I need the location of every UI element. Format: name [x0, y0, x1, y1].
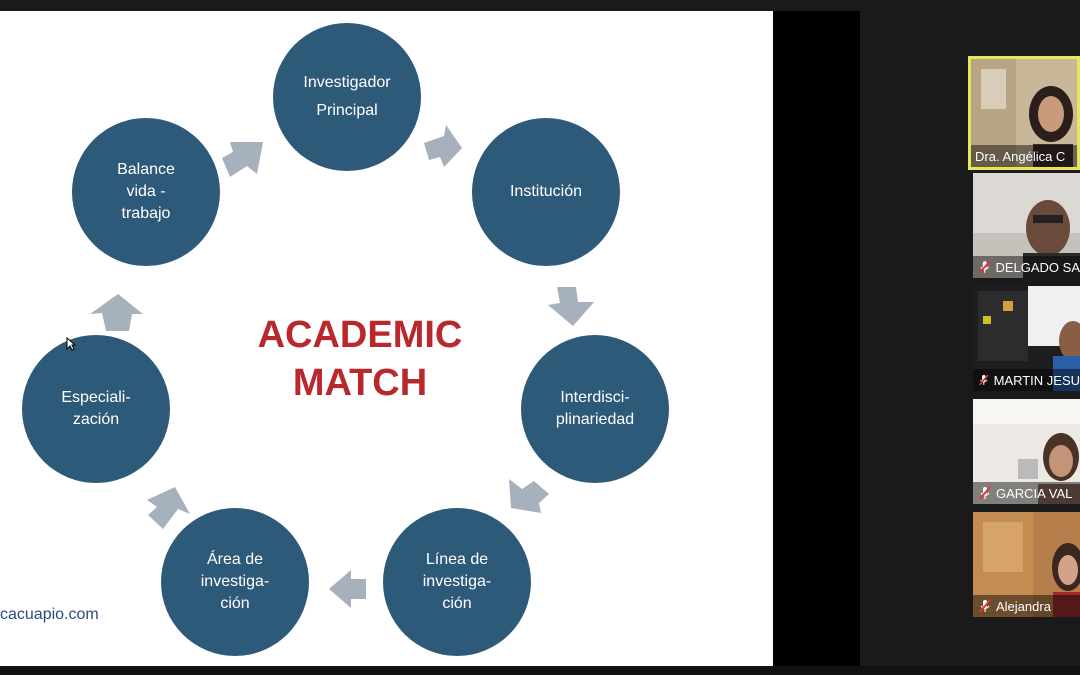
participant-name: DELGADO SA: [995, 259, 1080, 275]
cycle-node-especializacion: Especiali- zación: [22, 335, 170, 483]
participant-tile[interactable]: Alejandra: [973, 512, 1080, 617]
cycle-node-balance-vida-trabajo: Balance vida - trabajo: [72, 118, 220, 266]
cycle-arrow: [147, 487, 190, 529]
participant-video: [973, 512, 1080, 617]
cycle-node-institucion: Institución: [472, 118, 620, 266]
cycle-node-linea-de-investigacion: Línea de investiga- ción: [383, 508, 531, 656]
node-label-line: Área de: [206, 551, 264, 568]
mic-off-icon[interactable]: [978, 599, 992, 613]
mouse-pointer-icon: [66, 337, 76, 351]
cycle-arrow: [509, 479, 549, 513]
cycle-arrow: [548, 287, 594, 326]
slide-title: ACADEMIC MATCH: [220, 311, 500, 407]
cycle-arrow: [222, 142, 263, 177]
participant-name: Dra. Angélica C: [975, 148, 1066, 164]
node-label-line: vida -: [126, 183, 166, 200]
participant-tile[interactable]: DELGADO SA: [973, 173, 1080, 278]
participant-video: [973, 173, 1080, 278]
meeting-top-bar: [0, 0, 1080, 11]
participant-name-bar: DELGADO SA: [973, 256, 1080, 278]
cycle-node-investigador-principal: Investigador Principal: [273, 23, 421, 171]
cycle-arrow: [329, 570, 366, 608]
participant-name-bar: GARCIA VAL: [973, 482, 1080, 504]
participant-name: MARTIN JESU: [993, 372, 1080, 388]
participant-video: [973, 286, 1080, 391]
node-label-line: Principal: [316, 102, 378, 119]
cycle-node-interdisciplinariedad: Interdisci- plinariedad: [521, 335, 669, 483]
node-label-line: trabajo: [121, 205, 171, 222]
node-label-line: Institución: [509, 183, 583, 200]
participant-name-bar: Dra. Angélica C: [971, 145, 1077, 167]
participant-name-bar: MARTIN JESU: [973, 369, 1080, 391]
participant-name: GARCIA VAL: [996, 485, 1073, 501]
node-label-line: Balance: [117, 161, 175, 178]
node-label-line: Interdisci-: [560, 389, 630, 406]
participant-tile[interactable]: GARCIA VAL: [973, 399, 1080, 504]
participant-name-bar: Alejandra: [973, 595, 1080, 617]
slide-title-line: MATCH: [292, 362, 428, 404]
participant-tile[interactable]: MARTIN JESU: [973, 286, 1080, 391]
node-label-line: ción: [442, 595, 472, 612]
mic-off-icon[interactable]: [978, 486, 992, 500]
presentation-slide: Investigador Principal Institución Inter…: [0, 11, 773, 666]
node-label-line: ción: [220, 595, 250, 612]
participant-video: [973, 399, 1080, 504]
node-label-line: zación: [72, 411, 120, 428]
participant-tile[interactable]: Dra. Angélica C: [968, 56, 1080, 170]
participant-video: [971, 59, 1077, 167]
mic-off-icon[interactable]: [978, 260, 991, 274]
slide-website: cacuapio.com: [0, 606, 99, 623]
cycle-node-area-de-investigacion: Área de investiga- ción: [161, 508, 309, 656]
node-label-line: Especiali-: [61, 389, 131, 406]
node-label-line: Investigador: [303, 74, 391, 91]
cycle-arrows: [90, 125, 594, 608]
node-label-line: investiga-: [422, 573, 492, 590]
node-label-line: Línea de: [425, 551, 489, 568]
node-label-line: plinariedad: [555, 411, 635, 428]
slide-title-line: ACADEMIC: [257, 314, 463, 356]
cycle-arrow: [424, 125, 462, 167]
participant-name: Alejandra: [996, 598, 1051, 614]
node-label-line: investiga-: [200, 573, 270, 590]
mic-off-icon[interactable]: [978, 373, 990, 387]
cycle-arrow: [90, 294, 143, 331]
meeting-bottom-bar: [0, 666, 1080, 675]
